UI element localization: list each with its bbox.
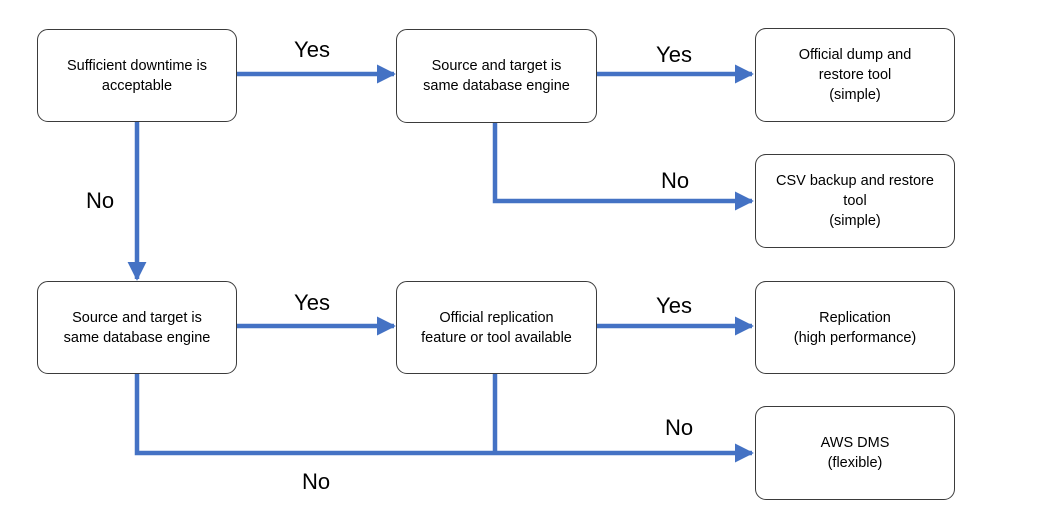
node-replication: Replication (high performance)	[755, 281, 955, 374]
node-aws-dms: AWS DMS (flexible)	[755, 406, 955, 500]
node-csv-backup-tool: CSV backup and restore tool (simple)	[755, 154, 955, 248]
edge-label-yes: Yes	[656, 293, 692, 318]
edge-label-no: No	[664, 415, 694, 440]
edge-label-no: No	[85, 188, 115, 213]
edge-label-yes: Yes	[294, 290, 330, 315]
node-replication-available: Official replication feature or tool ava…	[396, 281, 597, 374]
arrow-same-engine-to-csv-backup	[492, 123, 754, 211]
edge-label-yes: Yes	[294, 37, 330, 62]
edge-label-no: No	[301, 469, 331, 494]
node-sufficient-downtime: Sufficient downtime is acceptable	[37, 29, 237, 122]
node-same-engine-top: Source and target is same database engin…	[396, 29, 597, 123]
node-dump-restore-tool: Official dump and restore tool (simple)	[755, 28, 955, 122]
edge-label-no: No	[660, 168, 690, 193]
node-same-engine-bottom: Source and target is same database engin…	[37, 281, 237, 374]
arrow-same-engine-bottom-to-aws-dms	[134, 374, 754, 463]
edge-label-yes: Yes	[656, 42, 692, 67]
